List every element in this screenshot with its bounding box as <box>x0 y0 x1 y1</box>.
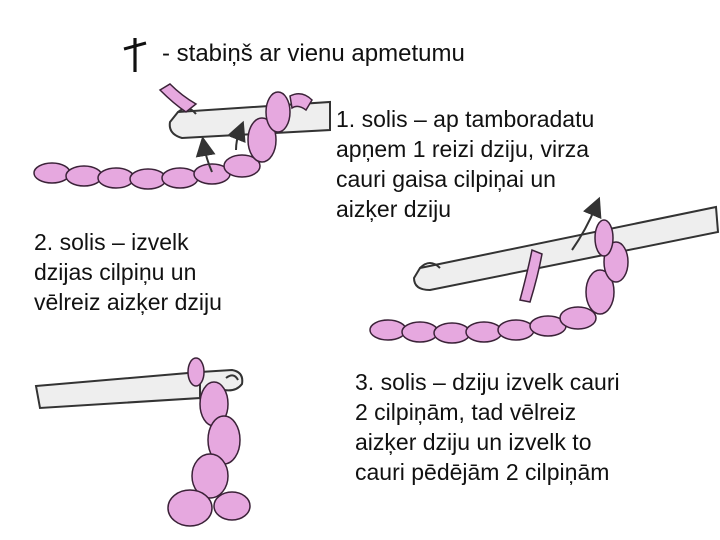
step-2-line-1: 2. solis – izvelk <box>34 229 189 255</box>
step-3-line-1: 3. solis – dziju izvelk cauri <box>355 369 620 395</box>
yarn-chain-2 <box>33 83 313 190</box>
direction-arrow-2 <box>195 120 246 173</box>
illustration-step-2 <box>33 83 331 190</box>
illustration-step-1 <box>369 196 720 344</box>
illustration-step-3 <box>34 357 251 527</box>
step-2-line-3: vēlreiz aizķer dziju <box>34 289 222 315</box>
single-crochet-symbol-icon <box>123 38 147 72</box>
step-3-text: 3. solis – dziju izvelk cauri 2 cilpiņām… <box>355 367 620 487</box>
step-1-line-4: aizķer dziju <box>336 196 452 222</box>
step-1-line-2: apņem 1 reizi dziju, virza <box>336 136 590 162</box>
title-row: - stabiņš ar vienu apmetumu <box>118 34 465 74</box>
step-3-line-2: 2 cilpiņām, tad vēlreiz <box>355 399 577 425</box>
step-3-line-3: aizķer dziju un izvelk to <box>355 429 592 455</box>
direction-arrow-1 <box>571 196 602 251</box>
step-1-text: 1. solis – ap tamboradatu apņem 1 reizi … <box>336 104 594 224</box>
yarn-stitch-3 <box>167 357 251 527</box>
step-1-line-3: cauri gaisa cilpiņai un <box>336 166 556 192</box>
step-2-line-2: dzijas cilpiņu un <box>34 259 197 285</box>
yarn-chain-1 <box>369 219 629 344</box>
step-3-line-4: cauri pēdējām 2 cilpiņām <box>355 459 610 485</box>
step-1-line-1: 1. solis – ap tamboradatu <box>336 106 595 132</box>
step-2-text: 2. solis – izvelk dzijas cilpiņu un vēlr… <box>34 227 222 317</box>
title-text: - stabiņš ar vienu apmetumu <box>162 40 465 67</box>
